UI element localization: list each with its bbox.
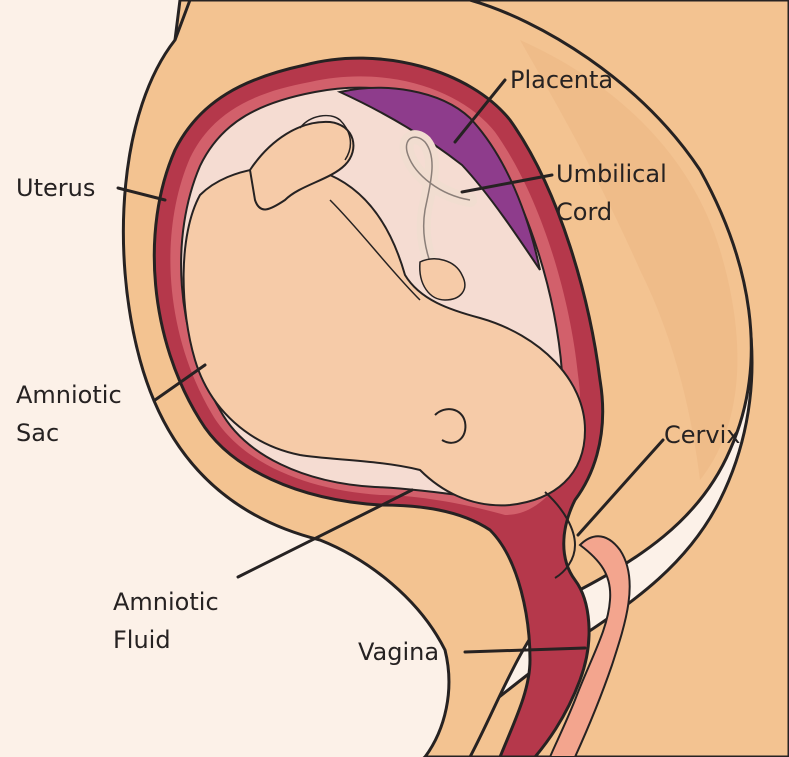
- label-placenta: Placenta: [510, 66, 613, 94]
- label-umbilical-line1: Umbilical: [556, 160, 667, 188]
- label-amniotic-fluid-line2: Fluid: [113, 626, 171, 654]
- label-amniotic-sac-line2: Sac: [16, 419, 59, 447]
- label-cervix: Cervix: [664, 421, 740, 449]
- label-amniotic-fluid-line1: Amniotic: [113, 588, 219, 616]
- label-vagina: Vagina: [358, 638, 439, 666]
- label-amniotic-sac-line1: Amniotic: [16, 381, 122, 409]
- label-uterus: Uterus: [16, 174, 95, 202]
- label-umbilical-line2: Cord: [556, 198, 612, 226]
